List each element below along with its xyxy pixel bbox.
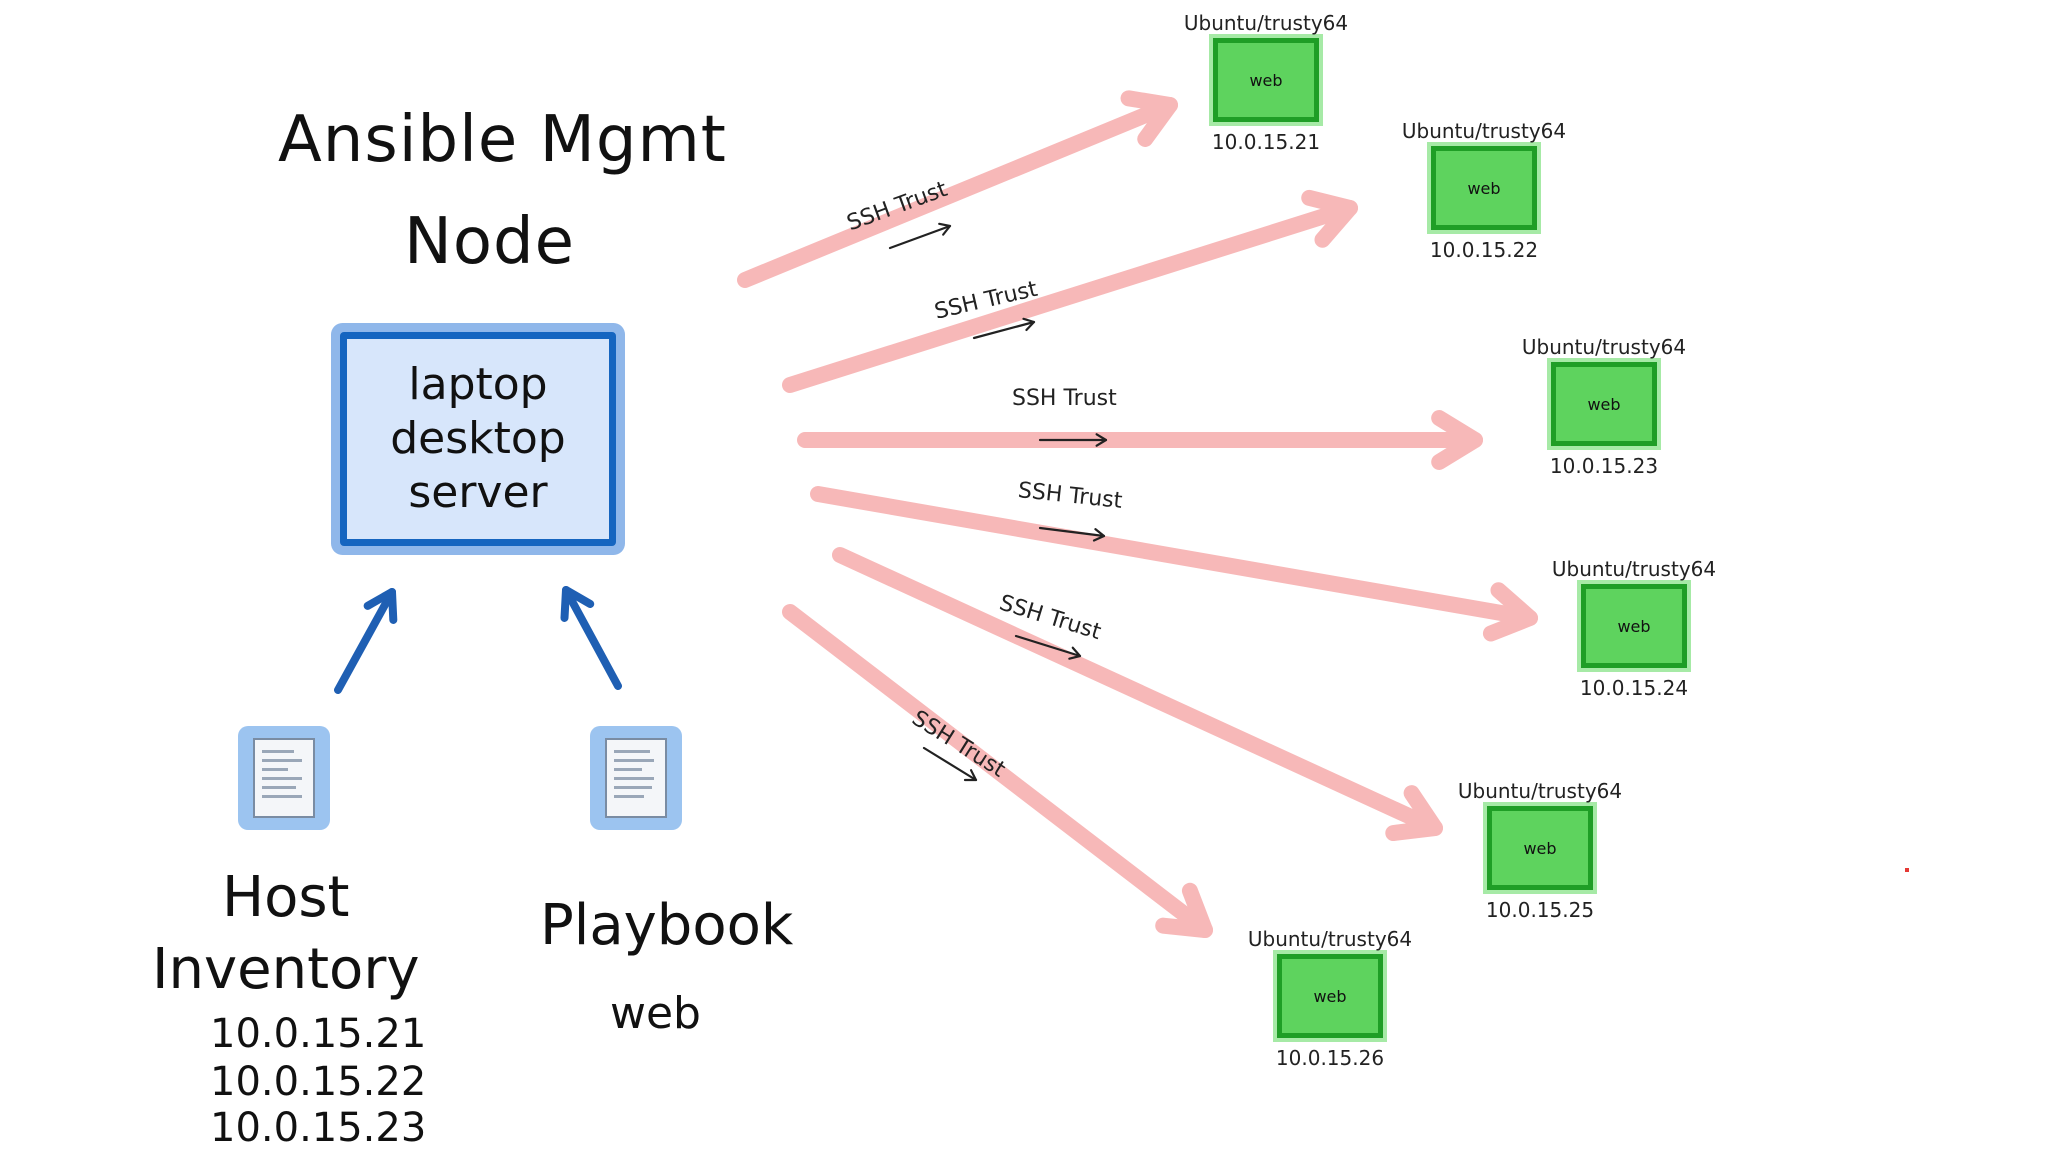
upload-arrow: [334, 588, 398, 694]
ssh-arrow: [797, 410, 1483, 470]
host-role: web: [1313, 986, 1347, 1006]
ssh-small-arrow: [972, 317, 1036, 340]
host-ip: 10.0.15.21: [1211, 130, 1321, 154]
inventory-ip: 10.0.15.23: [210, 1105, 427, 1151]
mgmt-node-line: desktop: [390, 413, 566, 464]
host-os-label: Ubuntu/trusty64: [1551, 557, 1717, 581]
host-ip: 10.0.15.24: [1579, 676, 1689, 700]
ssh-small-arrow-head: [963, 769, 978, 782]
ssh-small-arrow-shaft: [972, 320, 1036, 340]
ssh-arrow: [782, 604, 1213, 938]
inventory-ip: 10.0.15.21: [210, 1011, 427, 1057]
managed-host: Ubuntu/trusty64 web 10.0.15.22: [1384, 118, 1584, 262]
ssh-arrow-shaft: [782, 200, 1358, 393]
upload-arrow: [560, 586, 622, 690]
host-role: web: [1617, 616, 1651, 636]
ssh-arrow: [737, 90, 1178, 288]
ssh-arrow: [832, 547, 1443, 842]
host-os-label: Ubuntu/trusty64: [1521, 335, 1687, 359]
ssh-arrow-shaft: [832, 547, 1443, 836]
managed-host: Ubuntu/trusty64 web 10.0.15.26: [1230, 926, 1430, 1070]
ssh-small-arrow-shaft: [1038, 526, 1106, 538]
host-ip: 10.0.15.25: [1485, 898, 1595, 922]
ssh-small-arrow: [1038, 526, 1106, 542]
red-dot: [1905, 868, 1909, 872]
title-line1: Ansible Mgmt: [278, 103, 727, 177]
upload-arrow-shaft: [562, 586, 622, 690]
host-role: web: [1249, 70, 1283, 90]
document-icon: [590, 726, 682, 830]
ssh-trust-label: SSH Trust: [1012, 386, 1117, 411]
ssh-small-arrow-head: [1092, 528, 1106, 542]
ssh-arrow-head: [1385, 785, 1443, 842]
ssh-small-arrow: [922, 746, 978, 782]
host-ip: 10.0.15.26: [1275, 1046, 1385, 1070]
inventory-ip: 10.0.15.22: [210, 1059, 427, 1105]
playbook-name: web: [610, 988, 701, 1039]
host-box: web: [1487, 806, 1593, 890]
ssh-small-arrow: [1038, 433, 1108, 447]
ssh-small-arrow-head: [1022, 317, 1036, 332]
ssh-arrow-shaft: [782, 604, 1213, 938]
host-os-label: Ubuntu/trusty64: [1457, 779, 1623, 803]
ssh-arrow: [810, 486, 1538, 642]
host-inventory-label-line1: Host: [222, 865, 350, 930]
host-box: web: [1277, 954, 1383, 1038]
ssh-arrow-shaft: [810, 486, 1538, 626]
ssh-small-arrow-shaft: [922, 746, 978, 782]
ssh-arrow-head: [1120, 90, 1178, 147]
ssh-arrow-head: [1301, 189, 1358, 248]
host-role: web: [1467, 178, 1501, 198]
ssh-arrow-head: [1482, 582, 1538, 642]
host-box: web: [1581, 584, 1687, 668]
ssh-small-arrow-shaft: [888, 224, 952, 250]
host-box: web: [1551, 362, 1657, 446]
host-box: web: [1213, 38, 1319, 122]
ssh-small-arrow-head: [1068, 646, 1082, 660]
host-role: web: [1523, 838, 1557, 858]
host-os-label: Ubuntu/trusty64: [1401, 119, 1567, 143]
upload-arrows: [334, 586, 622, 694]
ssh-small-arrow-head: [938, 222, 952, 236]
ssh-arrow-head: [1431, 410, 1483, 470]
document-icon: [238, 726, 330, 830]
title-line2: Node: [404, 205, 576, 279]
host-os-label: Ubuntu/trusty64: [1247, 927, 1413, 951]
host-ip: 10.0.15.23: [1549, 454, 1659, 478]
ssh-small-arrow-head: [1095, 433, 1108, 447]
managed-host: Ubuntu/trusty64 web 10.0.15.24: [1534, 556, 1734, 700]
host-box: web: [1431, 146, 1537, 230]
managed-host: Ubuntu/trusty64 web 10.0.15.23: [1504, 334, 1704, 478]
upload-arrow-shaft: [334, 588, 396, 694]
ssh-small-arrow-shaft: [1014, 634, 1082, 658]
upload-arrow-head: [363, 588, 398, 624]
ssh-arrow: [782, 189, 1358, 393]
mgmt-node-line: server: [408, 467, 548, 518]
host-ip: 10.0.15.22: [1429, 238, 1539, 262]
mgmt-node-box: laptop desktop server: [340, 332, 616, 546]
playbook-label: Playbook: [540, 893, 794, 958]
upload-arrow-head: [560, 586, 595, 622]
mgmt-node-line: laptop: [408, 359, 548, 410]
managed-host: Ubuntu/trusty64 web 10.0.15.21: [1166, 10, 1366, 154]
ssh-arrow-head: [1155, 882, 1213, 938]
managed-host: Ubuntu/trusty64 web 10.0.15.25: [1440, 778, 1640, 922]
ssh-arrows: [737, 90, 1538, 938]
host-inventory-label-line2: Inventory: [152, 937, 420, 1002]
ssh-small-arrow: [888, 222, 952, 250]
ssh-small-arrows: [888, 222, 1108, 782]
host-os-label: Ubuntu/trusty64: [1183, 11, 1349, 35]
host-role: web: [1587, 394, 1621, 414]
ssh-small-arrow: [1014, 634, 1082, 660]
ssh-arrow-shaft: [737, 97, 1178, 288]
